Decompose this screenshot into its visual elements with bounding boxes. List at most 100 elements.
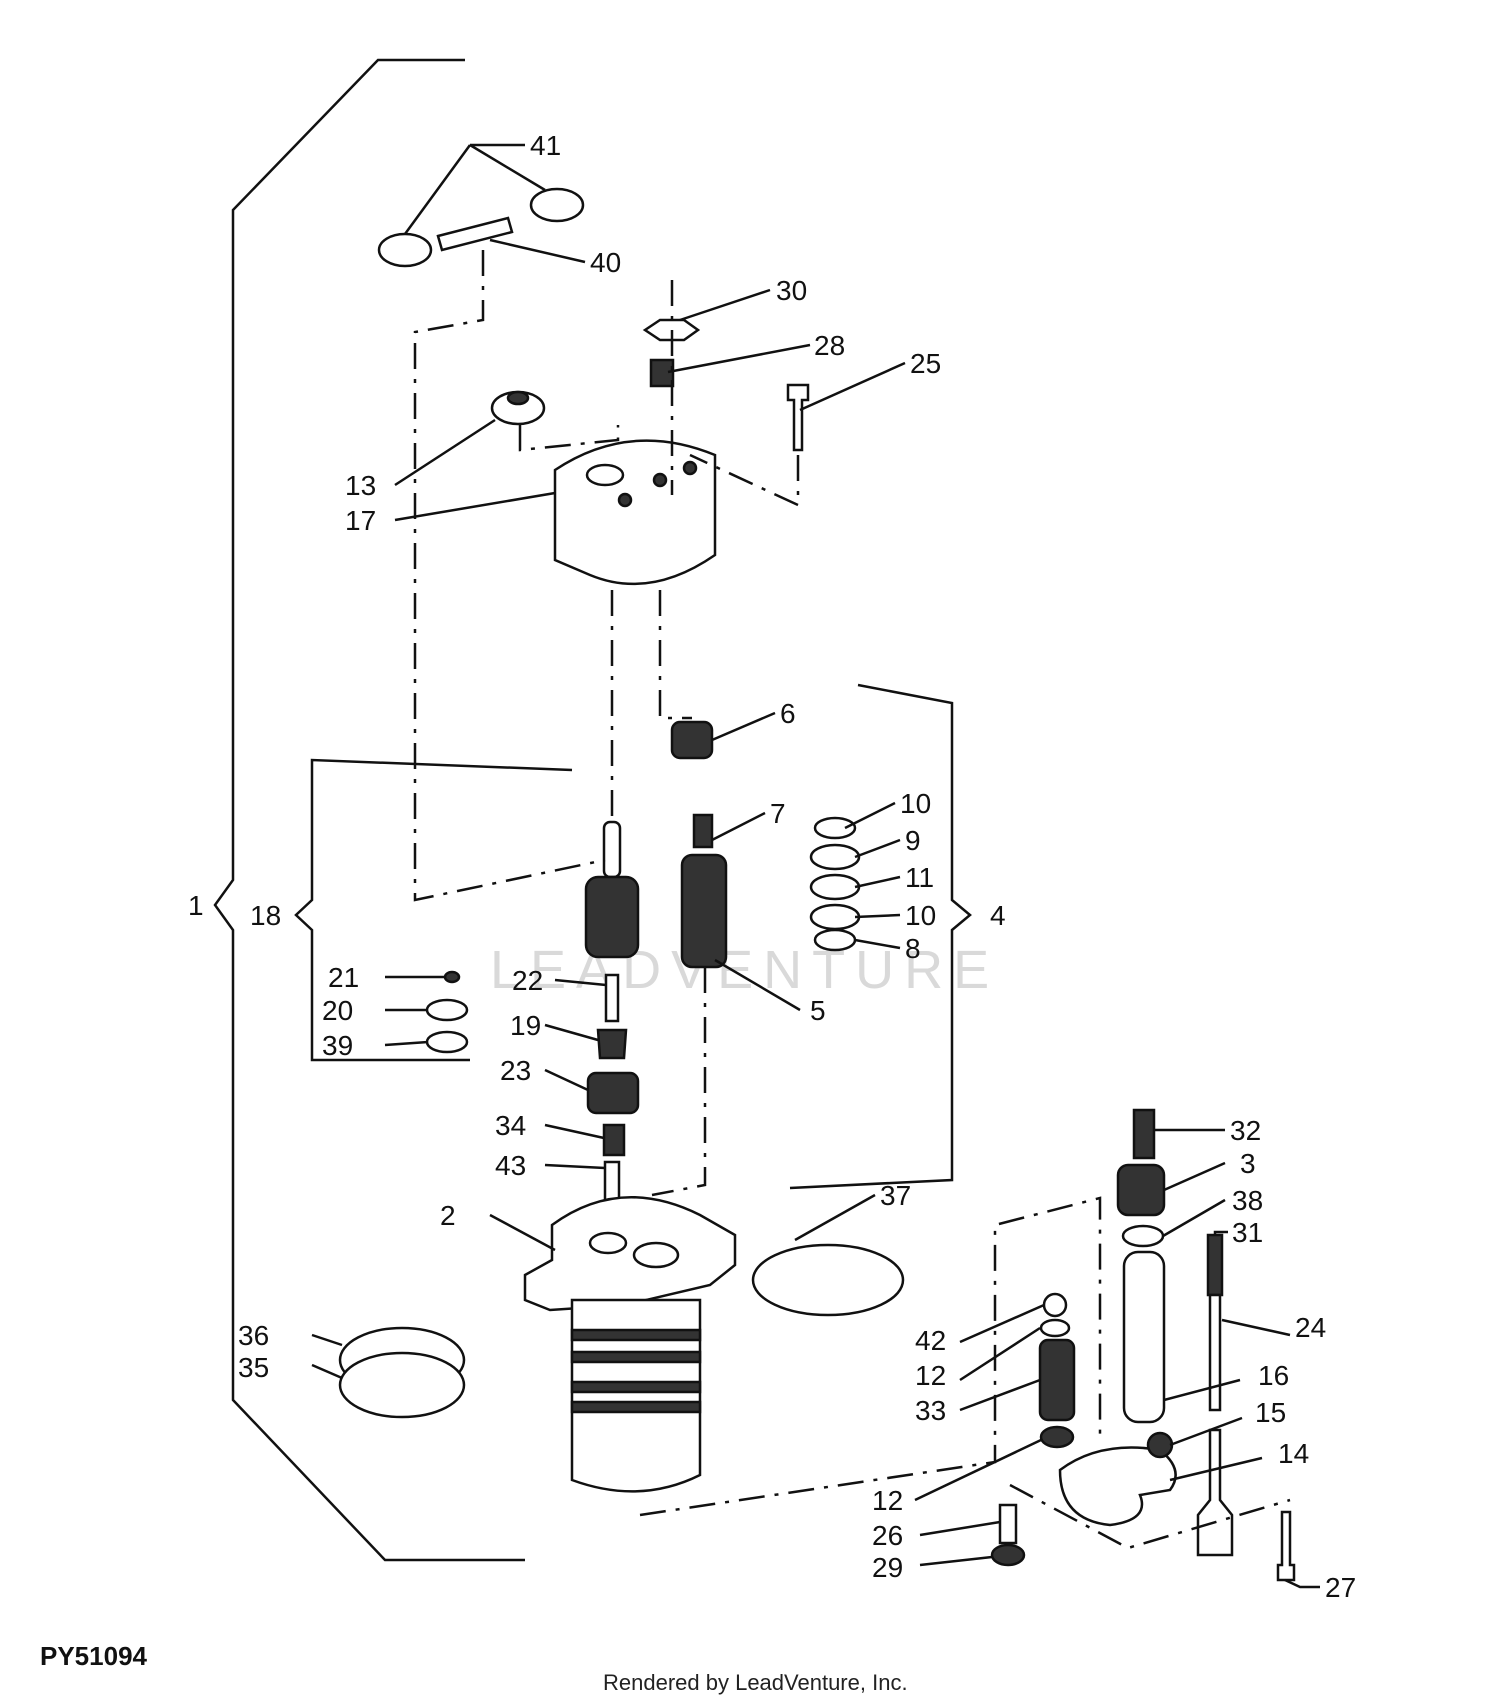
callout-8: 8	[905, 933, 921, 964]
watermark-text: LEADVENTURE	[490, 940, 999, 1000]
part-24-rod	[1208, 1293, 1222, 1412]
part-29-nut	[990, 1543, 1026, 1567]
part-21-ball	[443, 970, 461, 984]
part-19-seat	[596, 1028, 628, 1060]
callout-12b: 12	[872, 1485, 903, 1516]
part-42-ball	[1042, 1292, 1068, 1318]
callout-1: 1	[188, 890, 204, 921]
callout-13: 13	[345, 470, 376, 501]
part-6-plug	[670, 720, 714, 760]
callout-20: 20	[322, 995, 353, 1026]
centerline-pin-40	[413, 250, 606, 902]
callout-14: 14	[1278, 1438, 1309, 1469]
callout-31: 31	[1232, 1217, 1263, 1248]
part-14-plate	[1058, 1446, 1177, 1527]
part-41-cap-right	[529, 187, 585, 223]
callout-27: 27	[1325, 1572, 1356, 1603]
callout-37: 37	[880, 1180, 911, 1211]
callout-11: 11	[905, 862, 934, 893]
part-41-cap-left	[377, 232, 433, 268]
part-43-pin	[603, 1160, 621, 1202]
part-38-oring	[1121, 1224, 1165, 1248]
part-9-oring	[809, 843, 861, 871]
callout-10a: 10	[900, 788, 931, 819]
part-23-sleeve	[586, 1071, 640, 1115]
render-credit: Rendered by LeadVenture, Inc.	[603, 1670, 908, 1695]
callout-15: 15	[1255, 1397, 1286, 1428]
part-16-sleeve	[1122, 1250, 1166, 1424]
callout-38: 38	[1232, 1185, 1263, 1216]
callout-32: 32	[1230, 1115, 1261, 1146]
part-32-spring	[1132, 1108, 1156, 1160]
callout-9: 9	[905, 825, 921, 856]
part-5-valve	[680, 853, 728, 969]
part-2-barrel	[570, 1298, 702, 1493]
part-17-hole-b	[682, 460, 698, 476]
callout-25: 25	[910, 348, 941, 379]
part-11-oring	[809, 873, 861, 901]
part-10-oring-bottom	[809, 903, 861, 931]
part-31-spring	[1206, 1233, 1224, 1297]
callout-4: 4	[990, 900, 1006, 931]
part-2-band-2	[570, 1350, 702, 1364]
callout-3: 3	[1240, 1148, 1256, 1179]
figure-reference-code: PY51094	[40, 1641, 148, 1671]
callout-39: 39	[322, 1030, 353, 1061]
leader-lines	[311, 143, 1320, 1589]
part-27-screw	[1276, 1510, 1296, 1582]
part-25-screw	[786, 383, 810, 452]
part-18-plunger-body	[584, 875, 640, 959]
centerline-plug-6	[658, 590, 692, 720]
callout-22: 22	[512, 965, 543, 996]
callout-6: 6	[780, 698, 796, 729]
part-35-ring	[338, 1351, 466, 1419]
part-12-washer-bottom	[1039, 1425, 1075, 1449]
bracket-4	[789, 683, 972, 1190]
part-34-spring	[602, 1123, 626, 1157]
part-7-spring	[692, 813, 714, 849]
callout-40: 40	[590, 247, 621, 278]
part-40-pin	[436, 216, 514, 252]
callout-23: 23	[500, 1055, 531, 1086]
callout-43: 43	[495, 1150, 526, 1181]
part-26-fitting	[998, 1503, 1018, 1545]
callout-28: 28	[814, 330, 845, 361]
part-17-hole-c	[617, 492, 633, 508]
centerline-cap-13	[518, 425, 620, 452]
callout-7: 7	[770, 798, 786, 829]
part-2-flange	[523, 1195, 737, 1312]
callout-5: 5	[810, 995, 826, 1026]
bracket-1	[213, 58, 525, 1562]
part-33-spring	[1038, 1338, 1076, 1422]
callout-36: 36	[238, 1320, 269, 1351]
part-18-plunger-stem	[602, 820, 622, 879]
part-20-oring	[425, 998, 469, 1022]
bracket-18	[294, 758, 573, 1062]
centerline-body-to-plate	[639, 1196, 1102, 1517]
callout-42: 42	[915, 1325, 946, 1356]
callout-26: 26	[872, 1520, 903, 1551]
part-17-hole-a	[652, 472, 668, 488]
centerline-valve-5	[651, 967, 707, 1197]
centerline-screw-25	[689, 453, 800, 507]
part-22-pin	[604, 973, 620, 1023]
callout-17: 17	[345, 505, 376, 536]
callout-30: 30	[776, 275, 807, 306]
part-2-bore-left	[588, 1231, 628, 1255]
callout-2: 2	[440, 1200, 456, 1231]
callout-12a: 12	[915, 1360, 946, 1391]
callout-35: 35	[238, 1352, 269, 1383]
part-3-valve	[1116, 1163, 1166, 1217]
callout-34: 34	[495, 1110, 526, 1141]
callout-16: 16	[1258, 1360, 1289, 1391]
callout-41: 41	[530, 130, 561, 161]
part-2-band-3	[570, 1380, 702, 1394]
callout-24: 24	[1295, 1312, 1326, 1343]
callout-29: 29	[872, 1552, 903, 1583]
part-2-bore-right	[632, 1241, 680, 1269]
callout-18: 18	[250, 900, 281, 931]
part-28-sleeve	[649, 358, 675, 388]
callout-10b: 10	[905, 900, 936, 931]
callout-labels: 41 40 30 28 25 13 17 6 7 10 9 11 10 8 4 …	[188, 130, 1356, 1603]
callout-19: 19	[510, 1010, 541, 1041]
